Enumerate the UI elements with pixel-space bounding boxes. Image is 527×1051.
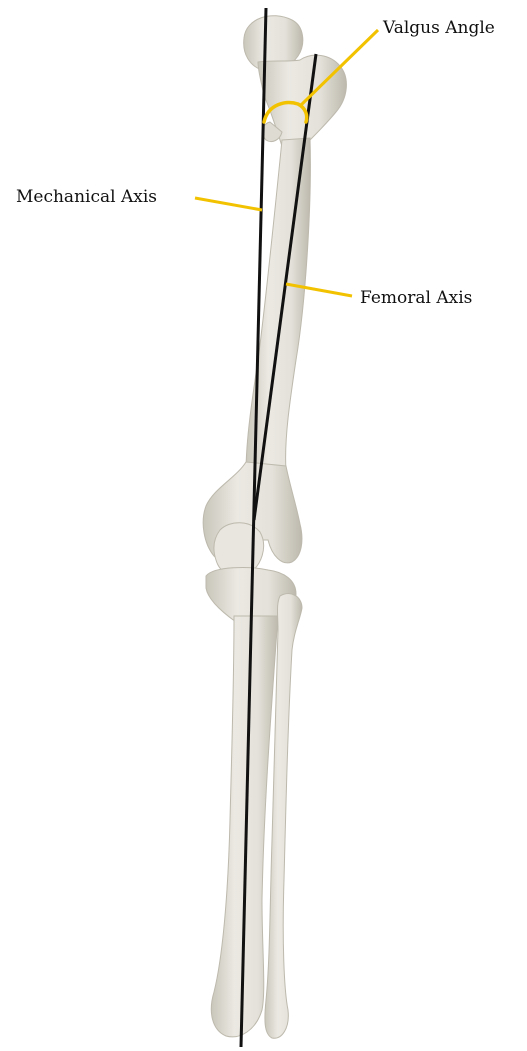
- valgus-angle-label: Valgus Angle: [383, 20, 495, 37]
- mechanical-axis-leader: [195, 198, 262, 210]
- mechanical-axis-label: Mechanical Axis: [16, 189, 157, 206]
- femoral-axis-label: Femoral Axis: [360, 290, 472, 307]
